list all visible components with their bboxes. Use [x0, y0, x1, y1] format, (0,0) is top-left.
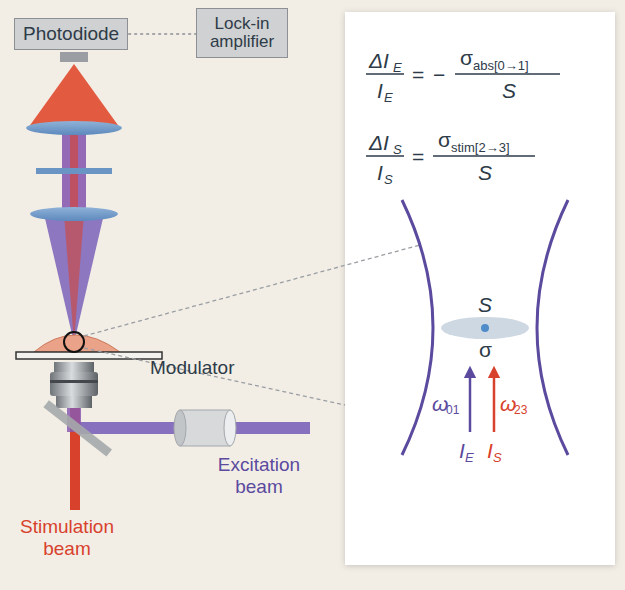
- zoom-line: [84, 245, 420, 336]
- lens: [26, 121, 122, 135]
- signal-link: [128, 33, 196, 35]
- equation-term: σ: [460, 47, 473, 68]
- frequency-subscript: 01: [446, 404, 459, 416]
- cross-section-symbol: σ: [479, 339, 492, 360]
- equation-subscript: E: [384, 91, 393, 104]
- filter: [36, 168, 112, 174]
- node-label: Modulator: [150, 358, 260, 378]
- lens: [30, 207, 118, 221]
- equation-sign: =: [412, 64, 424, 85]
- stage: [16, 352, 162, 359]
- focus-circle: [64, 332, 84, 352]
- equation-subscript: abs[0→1]: [473, 59, 529, 72]
- purple-cone: [44, 214, 104, 343]
- intensity-label: I: [487, 440, 493, 461]
- modulator: Modulator: [150, 358, 260, 450]
- node-label: Lock-in amplifier: [203, 15, 281, 51]
- beam-waist: [537, 200, 568, 455]
- frequency-label: ω: [432, 393, 448, 414]
- equation-term: I: [377, 80, 383, 101]
- focal-spot: [441, 317, 529, 339]
- red-cone: [28, 64, 120, 128]
- frequency-label: ω: [500, 393, 516, 414]
- frequency-subscript: 23: [514, 404, 527, 416]
- intensity-subscript: E: [465, 451, 474, 464]
- node-label: Photodiode: [23, 24, 119, 44]
- fraction-bar: [455, 73, 560, 75]
- beam-waist: [402, 200, 433, 455]
- detector-window: [60, 52, 88, 62]
- inset-panel: [345, 12, 615, 565]
- fraction-bar: [433, 155, 535, 157]
- modulator-cylinder: [150, 406, 260, 450]
- equation-subscript: stim[2→3]: [451, 141, 510, 154]
- equation-subscript: S: [384, 173, 393, 186]
- beam-label: Excitation beam: [203, 454, 315, 498]
- equation-sign: −: [433, 64, 445, 85]
- equation-sign: =: [412, 146, 424, 167]
- zoom-line: [84, 348, 345, 405]
- lockin-box: Lock-in amplifier: [196, 8, 288, 58]
- equation-term: I: [377, 162, 383, 183]
- excitation-arrow: [469, 372, 472, 432]
- sample-droplet: [34, 335, 120, 352]
- stimulation-arrow: [493, 372, 496, 432]
- intensity-subscript: S: [493, 451, 502, 464]
- intensity-label: I: [459, 440, 465, 461]
- equation-term: S: [502, 80, 516, 101]
- equation-subscript: S: [393, 143, 402, 156]
- objective: [54, 362, 94, 372]
- molecule: [481, 324, 489, 332]
- equation-term: σ: [438, 129, 451, 150]
- beam-label: Stimulation beam: [4, 516, 130, 560]
- equation-term: ΔI: [369, 132, 389, 153]
- area-symbol: S: [478, 294, 492, 315]
- photodiode-box: Photodiode: [14, 18, 128, 50]
- dichroic-mirror: [43, 400, 112, 456]
- equation-subscript: E: [393, 61, 402, 74]
- equation-term: ΔI: [369, 50, 389, 71]
- equation-term: S: [478, 162, 492, 183]
